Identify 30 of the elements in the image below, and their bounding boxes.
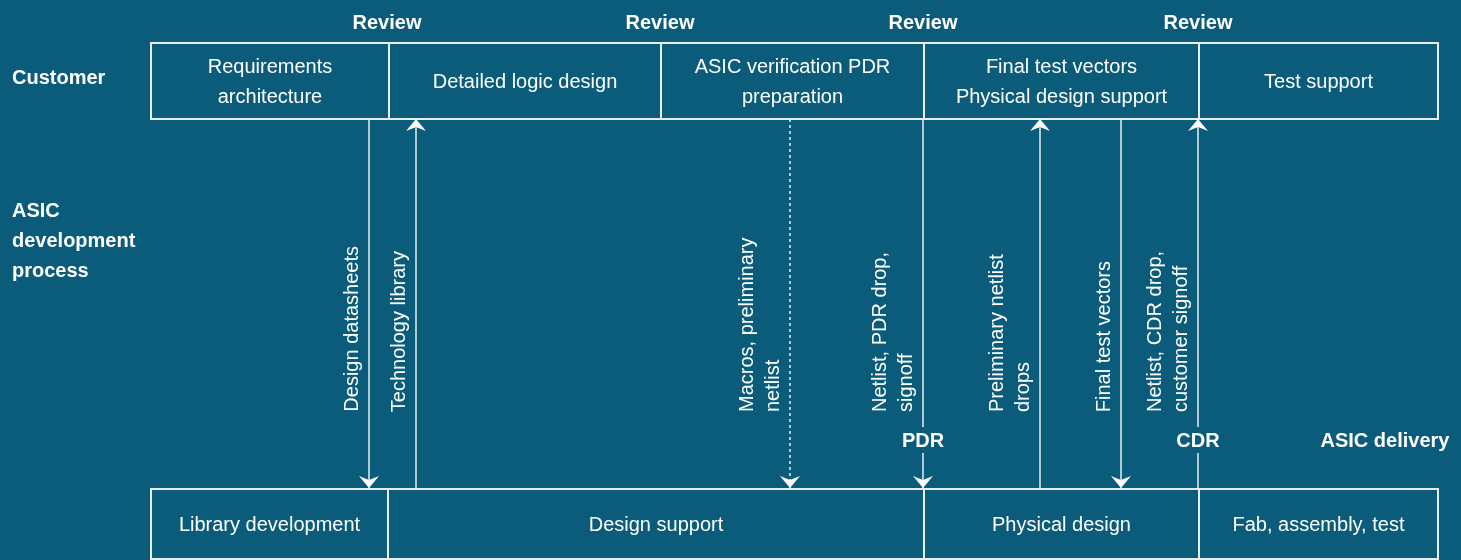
process-cell: Requirements architecture — [150, 42, 390, 120]
lane-label: ASIC development process — [12, 198, 137, 283]
review-label: Review — [1163, 10, 1233, 35]
lane-label: Customer — [12, 65, 106, 90]
process-cell: Detailed logic design — [388, 42, 662, 120]
arrow — [913, 118, 933, 489]
edge-label: Preliminary netlist drops — [984, 253, 1034, 412]
process-cell: Test support — [1198, 42, 1439, 120]
review-label: Review — [352, 10, 422, 35]
edge-label: Macros, preliminary netlist — [734, 237, 784, 412]
arrow — [1030, 118, 1050, 489]
process-cell: Library development — [150, 488, 389, 560]
process-cell: Physical design — [923, 488, 1200, 560]
milestone-label: ASIC delivery — [1320, 428, 1450, 453]
arrow — [1188, 118, 1208, 489]
arrow — [1111, 118, 1131, 489]
process-cell: Final test vectors Physical design support — [923, 42, 1200, 120]
arrow — [359, 118, 379, 489]
arrow — [406, 118, 426, 489]
process-cell: Fab, assembly, test — [1198, 488, 1439, 560]
review-label: Review — [888, 10, 958, 35]
edge-label: Netlist, PDR drop, signoff — [867, 250, 917, 412]
review-label: Review — [625, 10, 695, 35]
edge-label: Technology library — [386, 250, 410, 412]
edge-label: Design datasheets — [339, 246, 363, 412]
arrow — [780, 118, 800, 489]
process-cell: ASIC verification PDR preparation — [660, 42, 925, 120]
edge-label: Netlist, CDR drop, customer signoff — [1142, 249, 1192, 412]
edge-label: Final test vectors — [1091, 260, 1115, 412]
process-cell: Design support — [387, 488, 925, 560]
